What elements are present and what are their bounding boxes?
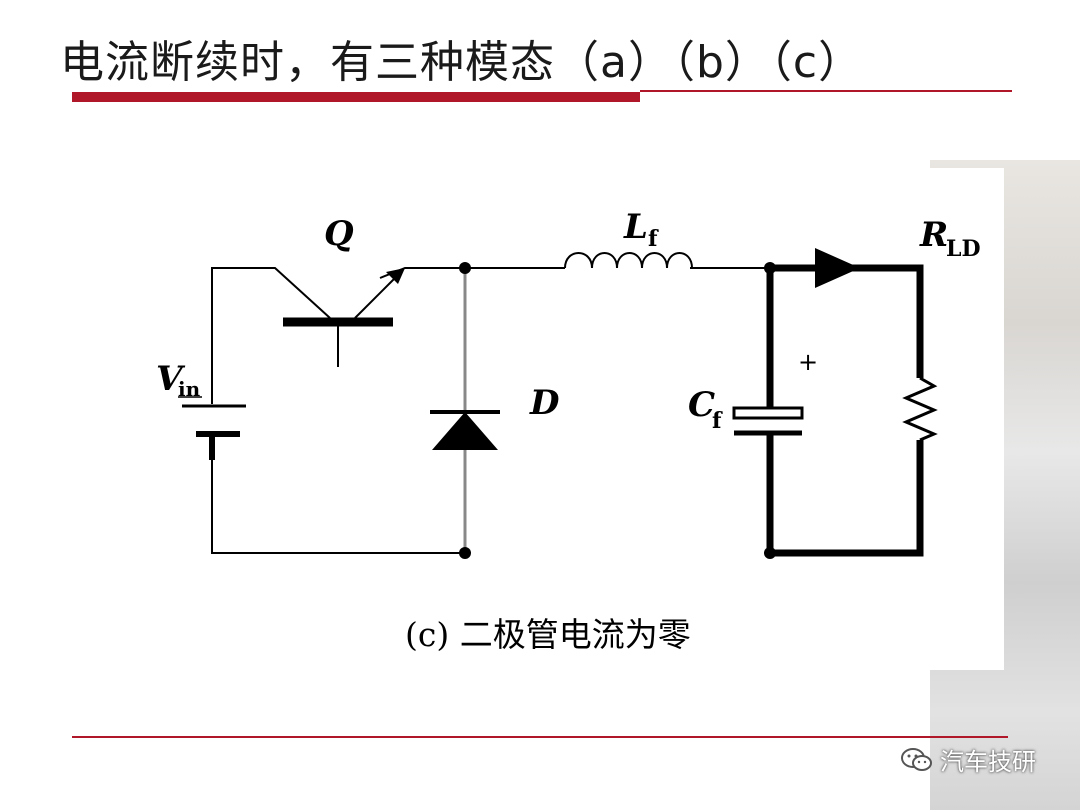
transistor-symbol	[283, 268, 405, 367]
label-V-sub: in	[178, 377, 201, 401]
wechat-logo-icon	[901, 747, 932, 771]
wire-source-bottom	[211, 460, 465, 554]
label-C-sub: f	[712, 408, 723, 434]
label-C: C	[688, 385, 715, 425]
footer-rule	[72, 736, 1008, 738]
capacitor-symbol	[732, 406, 804, 440]
watermark: 汽车技研	[900, 742, 1036, 777]
title-underline-thick	[72, 92, 640, 102]
label-D: D	[529, 383, 560, 423]
slide-title: 电流断续时，有三种模态（a）（b）（c）	[60, 37, 864, 88]
diode-symbol	[430, 262, 500, 559]
label-L: L	[623, 207, 648, 247]
battery-symbol	[182, 348, 246, 460]
diagram-caption: (c) 二极管电流为零	[405, 615, 691, 654]
wire-source-top	[211, 267, 331, 348]
inductor-symbol	[564, 252, 693, 269]
label-V: V	[156, 359, 186, 399]
label-R-sub: LD	[946, 236, 981, 262]
node-top-right	[764, 262, 776, 274]
wire-top-mid	[379, 267, 565, 279]
resistor-symbol	[902, 376, 938, 442]
label-plus: +	[798, 348, 818, 376]
node-bottom-right	[764, 547, 776, 559]
watermark-text: 汽车技研	[940, 748, 1036, 776]
diagram-panel	[148, 168, 1004, 670]
title-underline-thin	[640, 90, 1012, 92]
current-arrow	[815, 248, 860, 288]
label-L-sub: f	[648, 226, 659, 252]
label-Q: Q	[324, 214, 354, 254]
label-R: R	[919, 215, 948, 255]
